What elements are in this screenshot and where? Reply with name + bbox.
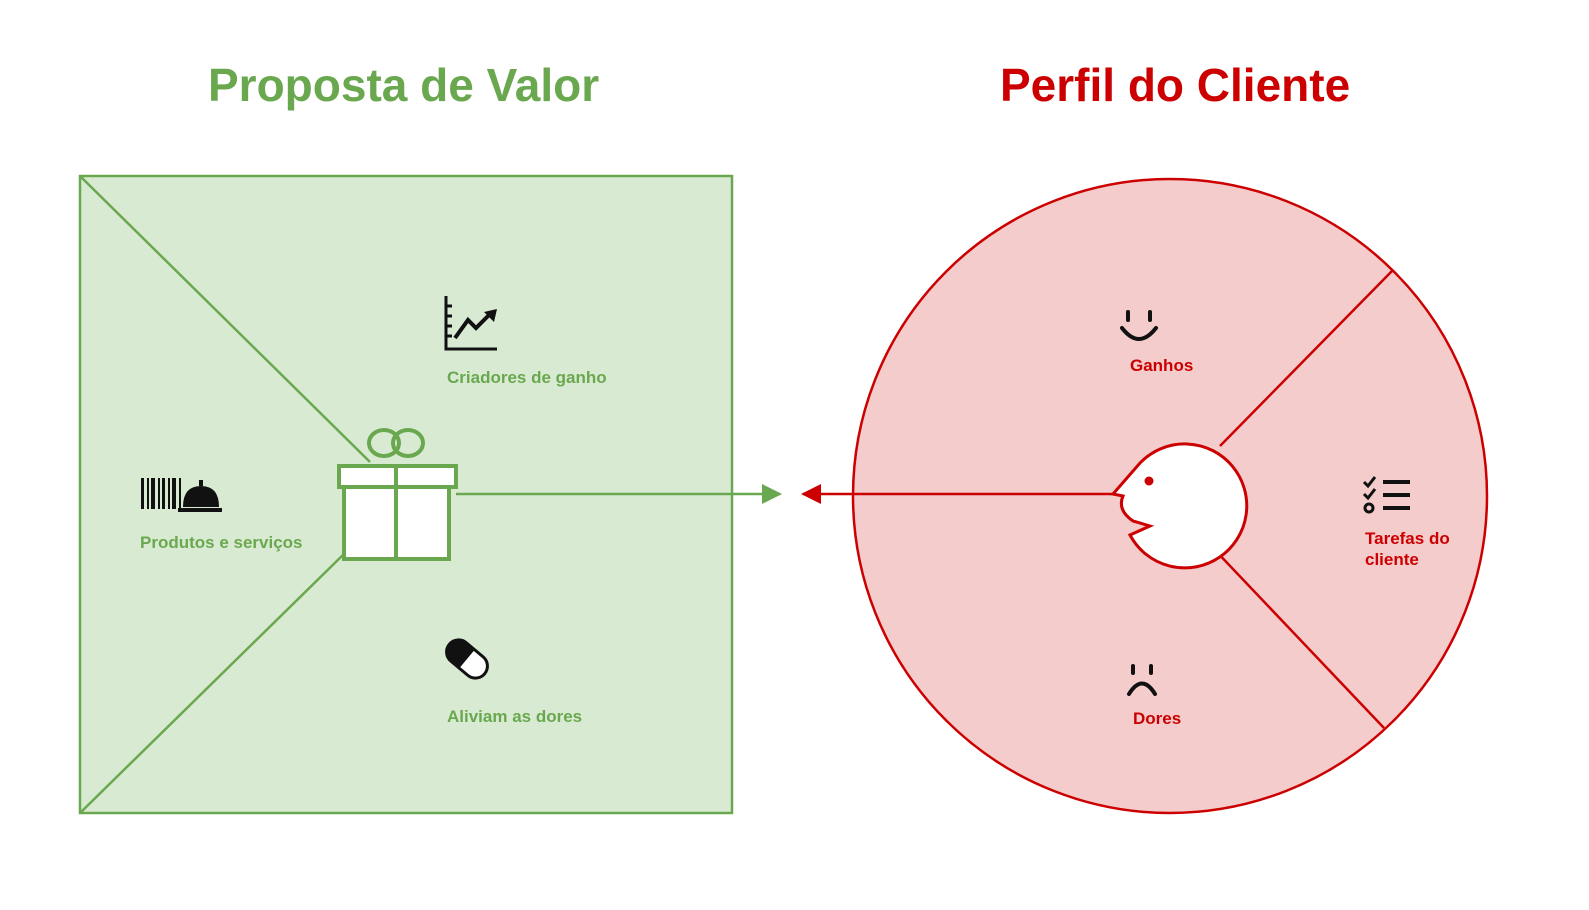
gains-label: Ganhos <box>1130 356 1194 375</box>
checklist-icon <box>1362 476 1410 514</box>
customer-profile-title: Perfil do Cliente <box>1000 59 1351 111</box>
value-proposition-title: Proposta de Valor <box>208 59 600 111</box>
gain-creators-label: Criadores de ganho <box>447 368 607 387</box>
barcode-service-bell-icon <box>141 478 222 512</box>
pains-label: Dores <box>1133 709 1182 728</box>
products-services-label: Produtos e serviços <box>140 533 303 552</box>
chart-up-icon <box>444 296 497 351</box>
gift-icon <box>337 428 458 561</box>
customer-jobs-label: Tarefas do cliente <box>1365 529 1450 569</box>
smile-icon <box>1120 310 1158 341</box>
pill-icon <box>445 638 489 680</box>
pain-relievers-label: Aliviam as dores <box>447 707 583 726</box>
frown-icon <box>1127 664 1157 696</box>
face-icon <box>1110 442 1249 570</box>
